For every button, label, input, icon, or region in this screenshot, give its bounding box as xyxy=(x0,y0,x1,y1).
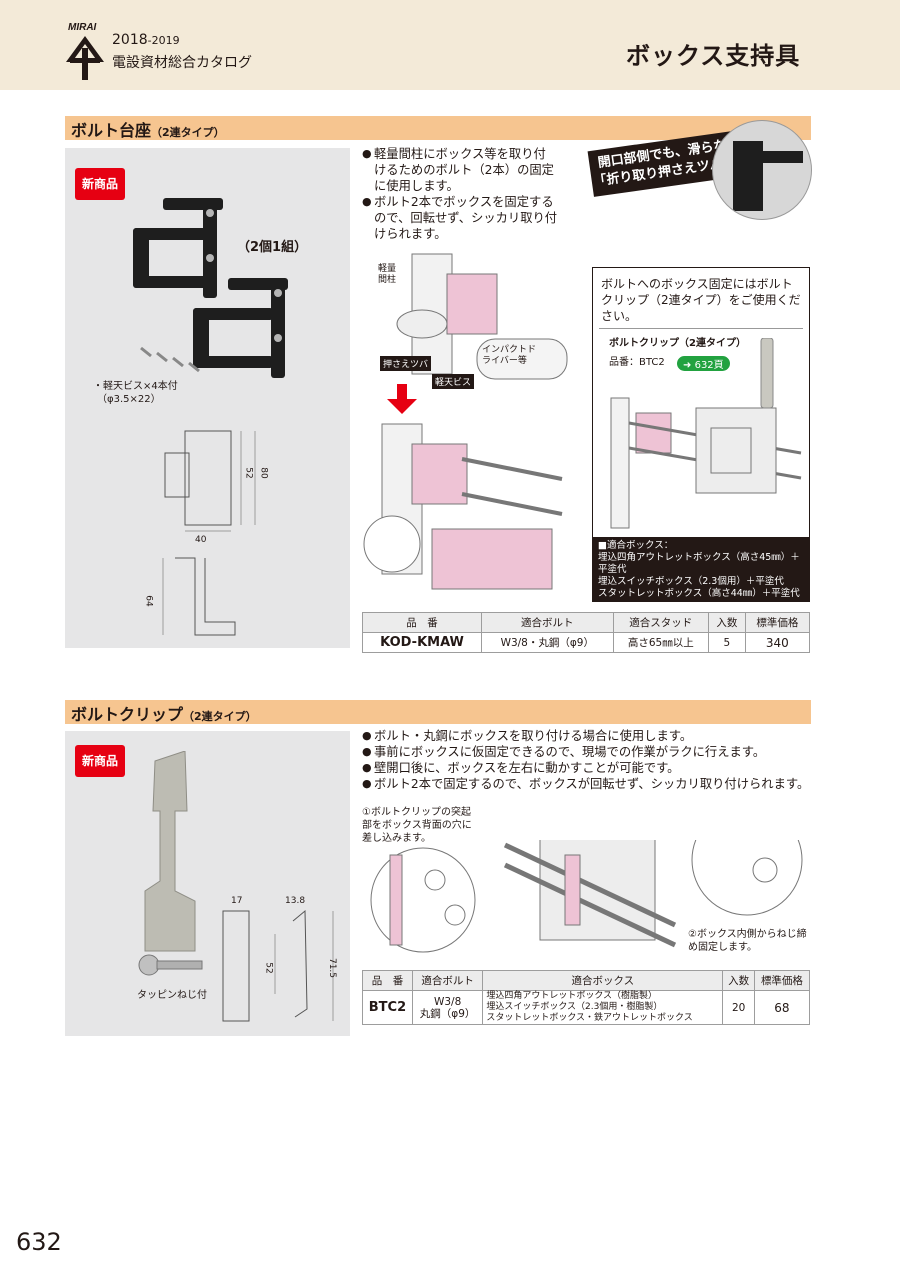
dim-height-52: 52 xyxy=(243,467,254,479)
clip-name: ボルトクリップ（2連タイプ） xyxy=(609,338,746,349)
bolt-clip-dimension-drawing xyxy=(222,909,334,1022)
page-number: 632 xyxy=(16,1228,62,1256)
col-header: 適合スタッド xyxy=(612,612,710,633)
catalog-name: 電設資材総合カタログ xyxy=(112,55,252,71)
bolt-base-side-drawing xyxy=(162,557,236,636)
spec-table-btc2: 品 番 適合ボルト 適合ボックス 入数 標準価格 BTC2 W3/8 丸鋼（φ9… xyxy=(362,970,811,1025)
installation-diagram xyxy=(363,253,568,590)
feature-item: 壁開口後に、ボックスを左右に動かすことが可能です。 xyxy=(362,760,822,776)
table-row: BTC2 W3/8 丸鋼（φ9） 埋込四角アウトレットボックス（樹脂製） 埋込ス… xyxy=(362,990,811,1025)
section-title: ボルトクリップ（2連タイプ） xyxy=(71,705,257,724)
col-header: 適合ボックス xyxy=(482,970,724,991)
col-header: 標準価格 xyxy=(753,970,811,991)
product-image-panel: 新商品 タッピンねじ付 17 13.8 52 71.5 xyxy=(65,731,350,1036)
feature-item: ボルト2本で固定するので、ボックスが回転せず、シッカリ取り付けられます。 xyxy=(362,776,822,792)
compatible-box-item: スタットレットボックス（高さ44㎜）＋平塗代 xyxy=(598,588,800,599)
step-1-text: ①ボルトクリップの突起部をボックス背面の穴に差し込みます。 xyxy=(362,807,472,844)
screw-label: タッピンねじ付 xyxy=(137,990,207,1001)
part-number: KOD-KMAW xyxy=(362,632,482,653)
section-bar-bolt-clip: ボルトクリップ（2連タイプ） xyxy=(65,700,811,724)
product-image-panel: 新商品 （2個1組） ・軽天ビス×4本付 （φ3.5×22） xyxy=(65,148,350,648)
qty-cell: 5 xyxy=(708,632,746,653)
page-category-title: ボックス支持具 xyxy=(626,42,801,70)
col-header: 品 番 xyxy=(362,970,413,991)
new-product-badge: 新商品 xyxy=(75,745,125,777)
col-header: 適合ボルト xyxy=(411,970,484,991)
dim-height-80: 80 xyxy=(258,467,269,479)
part-number: BTC2 xyxy=(362,990,413,1025)
col-header: 入数 xyxy=(722,970,755,991)
dim-side: 64 xyxy=(143,595,154,607)
bolt-cell: W3/8・丸鋼（φ9） xyxy=(480,632,614,653)
col-header: 品 番 xyxy=(362,612,482,633)
stud-cell: 高さ65㎜以上 xyxy=(612,632,710,653)
page-ref-link[interactable]: ➜ 632頁 xyxy=(677,353,730,372)
svg-text:MIRAI: MIRAI xyxy=(68,22,97,33)
bolt-base-product-photo xyxy=(133,198,288,378)
col-header: 適合ボルト xyxy=(480,612,614,633)
label-driver: インパクトドライバー等 xyxy=(482,345,537,366)
feature-item: 事前にボックスに仮固定できるので、現場での作業がラクに行えます。 xyxy=(362,744,822,760)
feature-list: ボルト・丸鋼にボックスを取り付ける場合に使用します。 事前にボックスに仮固定でき… xyxy=(362,728,822,792)
page-header xyxy=(0,0,900,90)
price-cell: 68 xyxy=(753,990,811,1025)
compatible-box-list: ■適合ボックス： 埋込四角アウトレットボックス（高さ45㎜）＋平塗代 埋込スイッ… xyxy=(592,537,810,602)
clip-part-label: 品番：BTC2 xyxy=(609,357,665,368)
catalog-year: 2018-2019 xyxy=(112,32,180,48)
label-screw: 軽天ビス xyxy=(432,374,475,389)
bolt-clip-product-photo xyxy=(144,751,196,952)
tapping-screw-photo xyxy=(138,954,203,976)
dim-height-52: 52 xyxy=(263,962,274,974)
screw-note-1: ・軽天ビス×4本付 xyxy=(93,381,178,392)
step-2-text: ②ボックス内側からねじ締め固定します。 xyxy=(688,929,807,953)
bolt-base-front-drawing xyxy=(164,430,256,532)
arrow-right-icon: ➜ xyxy=(683,360,692,371)
section-title: ボルト台座（2連タイプ） xyxy=(71,121,225,140)
price-cell: 340 xyxy=(744,632,811,653)
feature-item: 軽量間柱にボックス等を取り付けるためのボルト（2本）の固定に使用します。 xyxy=(362,146,558,194)
dim-width-17: 17 xyxy=(231,896,243,906)
col-header: 入数 xyxy=(708,612,746,633)
section-bar-bolt-base: ボルト台座（2連タイプ） xyxy=(65,116,811,140)
label-tab: 押さえツバ xyxy=(380,356,432,371)
qty-cell: 20 xyxy=(722,990,755,1025)
mirai-logo-icon: MIRAI xyxy=(66,22,104,80)
label-stud: 軽量間柱 xyxy=(378,264,397,285)
dim-width-13-8: 13.8 xyxy=(285,896,306,906)
feature-item: ボルト・丸鋼にボックスを取り付ける場合に使用します。 xyxy=(362,728,822,744)
compatible-box-item: 埋込スイッチボックス（2.3個用）＋平塗代 xyxy=(598,576,784,587)
dim-height-71-5: 71.5 xyxy=(327,957,338,979)
feature-item: ボルト2本でボックスを固定するので、回転せず、シッカリ取り付けられます。 xyxy=(362,194,558,242)
dim-width: 40 xyxy=(195,535,207,545)
screw-note-2: （φ3.5×22） xyxy=(97,394,161,405)
new-product-badge: 新商品 xyxy=(75,168,125,200)
tab-closeup-photo xyxy=(712,120,812,220)
spec-table-kod-kmaw: 品 番 適合ボルト 適合スタッド 入数 標準価格 KOD-KMAW W3/8・丸… xyxy=(362,612,811,653)
table-row: KOD-KMAW W3/8・丸鋼（φ9） 高さ65㎜以上 5 340 xyxy=(362,632,811,653)
set-label: （2個1組） xyxy=(237,240,308,255)
col-header: 標準価格 xyxy=(744,612,811,633)
bolt-cell: W3/8 丸鋼（φ9） xyxy=(411,990,484,1025)
compatible-box-item: 埋込四角アウトレットボックス（高さ45㎜）＋平塗代 xyxy=(598,552,800,575)
clip-box-illustration xyxy=(610,338,802,529)
feature-list: 軽量間柱にボックス等を取り付けるためのボルト（2本）の固定に使用します。 ボルト… xyxy=(362,146,558,242)
clip-reference-text: ボルトへのボックス固定にはボルトクリップ（2連タイプ）をご使用ください。 xyxy=(601,277,801,323)
clip-installation-diagram xyxy=(370,840,803,953)
box-cell: 埋込四角アウトレットボックス（樹脂製） 埋込スイッチボックス（2.3個用・樹脂製… xyxy=(482,990,724,1025)
